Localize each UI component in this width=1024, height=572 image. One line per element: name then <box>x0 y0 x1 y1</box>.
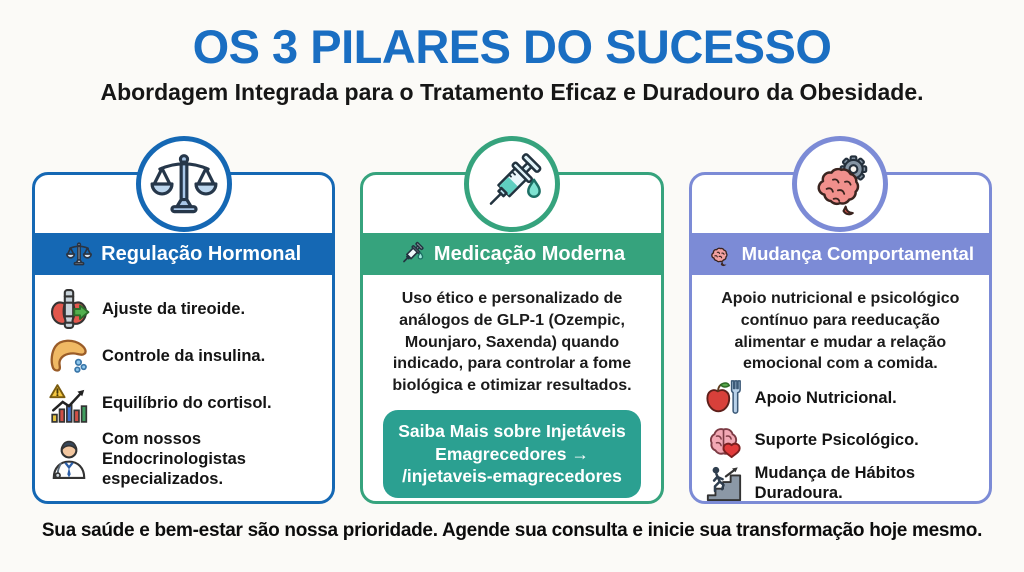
page-subtitle: Abordagem Integrada para o Tratamento Ef… <box>100 79 924 106</box>
list-item-mudanca-habitos: Mudança de Hábitos Duradoura. <box>705 463 976 503</box>
list-item-label: Ajuste da tireoide. <box>102 299 246 318</box>
list-item-cortisol: Equilíbrio do cortisol. <box>48 382 319 424</box>
card-title: Mudança Comportamental <box>741 243 974 265</box>
syringe-mini-icon <box>403 241 424 263</box>
page-title: OS 3 PILARES DO SUCESSO <box>192 20 832 73</box>
list-item-label: Mudança de Hábitos Duradoura. <box>754 464 916 503</box>
list-item-insulina: Controle da insulina. <box>48 335 319 377</box>
list-item-label: Suporte Psicológico. <box>754 430 919 449</box>
cortisol-chart-icon <box>48 382 90 424</box>
syringe-icon <box>489 153 542 205</box>
button-line-2: Emagrecedores → <box>435 443 589 464</box>
list-item-label: Equilíbrio do cortisol. <box>102 393 272 412</box>
pillar-medicacao-moderna: Medicação Moderna Uso ético e personaliz… <box>360 136 664 505</box>
card-header-regulacao-hormonal: Regulação Hormonal <box>35 233 333 276</box>
doctor-icon <box>48 438 90 480</box>
brain-gear-badge <box>792 136 889 233</box>
footer-text: Sua saúde e bem-estar são nossa priorida… <box>41 520 983 542</box>
medicacao-paragraph: Uso ético e personalizado de análogos de… <box>392 290 632 395</box>
card-body-medicacao: Uso ético e personalizado de análogos de… <box>363 275 660 501</box>
list-item-endocrinologistas: Com nossos Endocrinologistas especializa… <box>48 429 319 489</box>
balance-scale-icon <box>150 154 218 214</box>
syringe-badge <box>463 136 560 233</box>
balance-scale-badge <box>135 136 232 233</box>
list-item-label: Com nossos Endocrinologistas especializa… <box>102 430 246 489</box>
list-item-tireoide: Ajuste da tireoide. <box>48 288 319 330</box>
thyroid-icon <box>48 288 90 330</box>
card-title: Regulação Hormonal <box>101 242 302 265</box>
pillars-row: Regulação Hormonal <box>32 136 992 505</box>
card-body-regulacao: Ajuste da tireoide. Controle da insulina… <box>35 275 332 501</box>
card-body-mudanca: Apoio nutricional e psicológico contínuo… <box>692 275 989 503</box>
card-mudanca-comportamental: Mudança Comportamental Apoio nutricional… <box>688 172 992 505</box>
list-item-label: Controle da insulina. <box>102 346 266 365</box>
card-header-medicacao-moderna: Medicação Moderna <box>363 233 661 276</box>
card-title: Medicação Moderna <box>433 242 626 265</box>
button-line-3: /injetaveis-emagrecedores <box>402 466 622 487</box>
brain-heart-icon <box>705 421 743 459</box>
balance-scale-mini-icon <box>66 242 93 266</box>
list-item-label: Apoio Nutricional. <box>754 388 897 407</box>
pillar-mudanca-comportamental: Mudança Comportamental Apoio nutricional… <box>688 136 992 505</box>
habit-stairs-icon <box>705 464 743 502</box>
button-line-1: Saiba Mais sobre Injetáveis <box>398 420 626 441</box>
brain-gear-icon <box>817 155 868 216</box>
mudanca-paragraph: Apoio nutricional e psicológico contínuo… <box>721 290 960 373</box>
saiba-mais-button[interactable]: Saiba Mais sobre Injetáveis Emagrecedore… <box>383 409 641 499</box>
card-header-mudanca-comportamental: Mudança Comportamental <box>691 233 989 276</box>
pillar-regulacao-hormonal: Regulação Hormonal <box>32 136 336 505</box>
brain-mini-icon <box>710 247 728 267</box>
pancreas-icon <box>48 335 90 377</box>
apple-fork-icon <box>705 379 743 417</box>
list-item-suporte-psicologico: Suporte Psicológico. <box>705 421 976 459</box>
list-item-apoio-nutricional: Apoio Nutricional. <box>705 379 976 417</box>
